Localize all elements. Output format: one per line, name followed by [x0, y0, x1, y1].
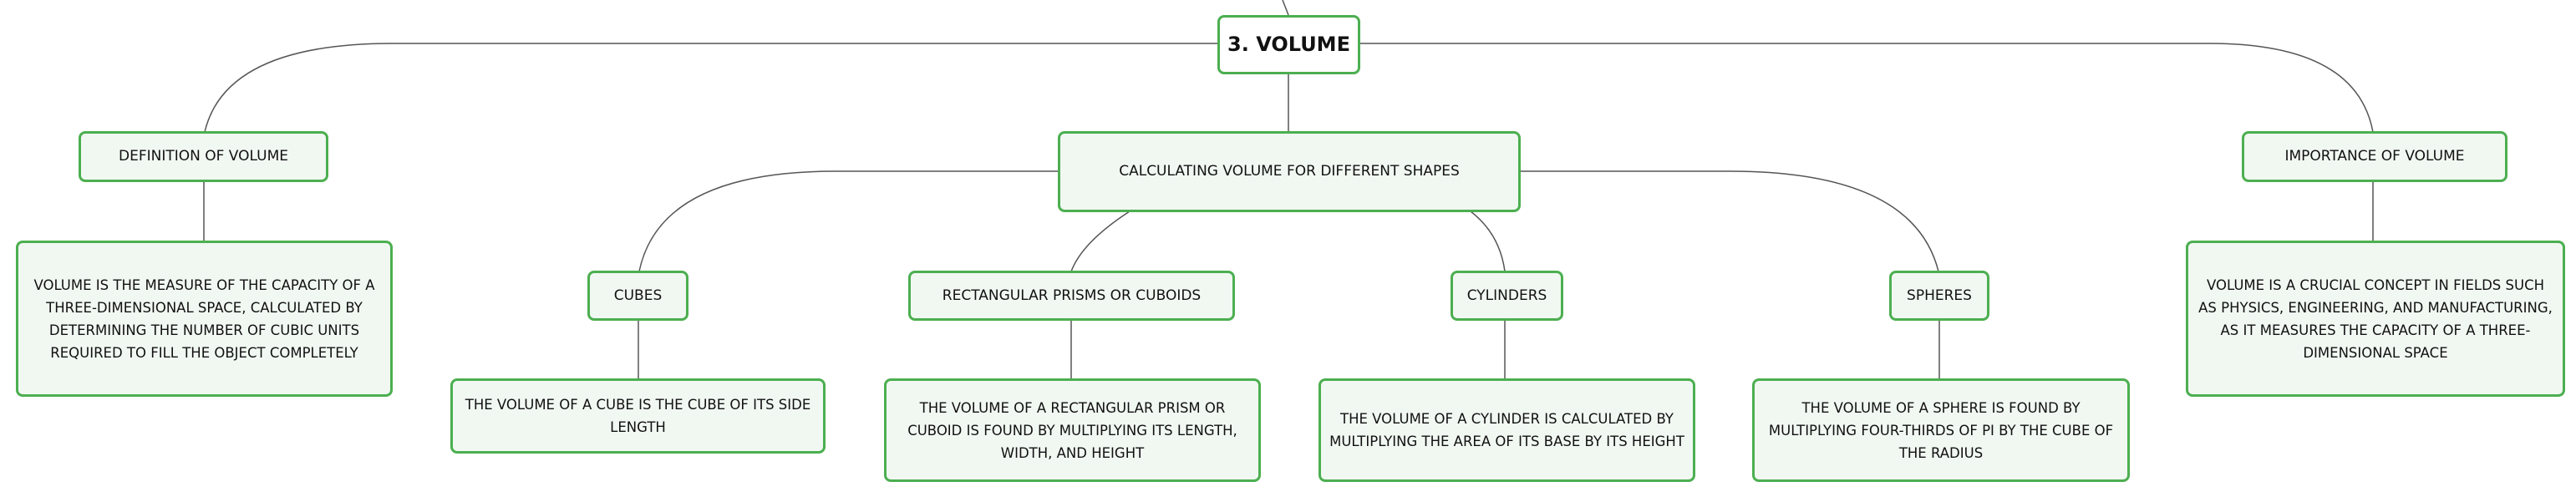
shape-node-rectangular-prisms[interactable]: RECTANGULAR PRISMS OR CUBOIDS — [908, 271, 1235, 321]
cubes-description[interactable]: THE VOLUME OF A CUBE IS THE CUBE OF ITS … — [450, 378, 826, 454]
connector-root-importance — [1360, 43, 2374, 133]
connector-calculating-spheres — [1521, 170, 1939, 272]
importance-description[interactable]: VOLUME IS A CRUCIAL CONCEPT IN FIELDS SU… — [2186, 241, 2565, 397]
connector-parent-root — [1282, 0, 1289, 16]
cylinders-description[interactable]: THE VOLUME OF A CYLINDER IS CALCULATED B… — [1318, 378, 1695, 482]
connector-calculating-cubes — [638, 170, 1059, 272]
connector-calculating-cylinders — [1470, 210, 1506, 272]
calculating-node[interactable]: CALCULATING VOLUME FOR DIFFERENT SHAPES — [1058, 131, 1521, 212]
connector-root-definition — [204, 43, 1218, 133]
importance-node[interactable]: IMPORTANCE OF VOLUME — [2242, 131, 2507, 182]
rectangular-prisms-description[interactable]: THE VOLUME OF A RECTANGULAR PRISM OR CUB… — [884, 378, 1261, 482]
shape-node-cylinders[interactable]: CYLINDERS — [1451, 271, 1563, 321]
spheres-description[interactable]: THE VOLUME OF A SPHERE IS FOUND BY MULTI… — [1752, 378, 2130, 482]
shape-node-spheres[interactable]: SPHERES — [1889, 271, 1989, 321]
definition-node[interactable]: DEFINITION OF VOLUME — [79, 131, 328, 182]
root-node[interactable]: 3. VOLUME — [1217, 15, 1360, 74]
definition-description[interactable]: VOLUME IS THE MEASURE OF THE CAPACITY OF… — [16, 241, 393, 397]
shape-node-cubes[interactable]: CUBES — [587, 271, 688, 321]
connector-calculating-prisms — [1070, 210, 1130, 272]
